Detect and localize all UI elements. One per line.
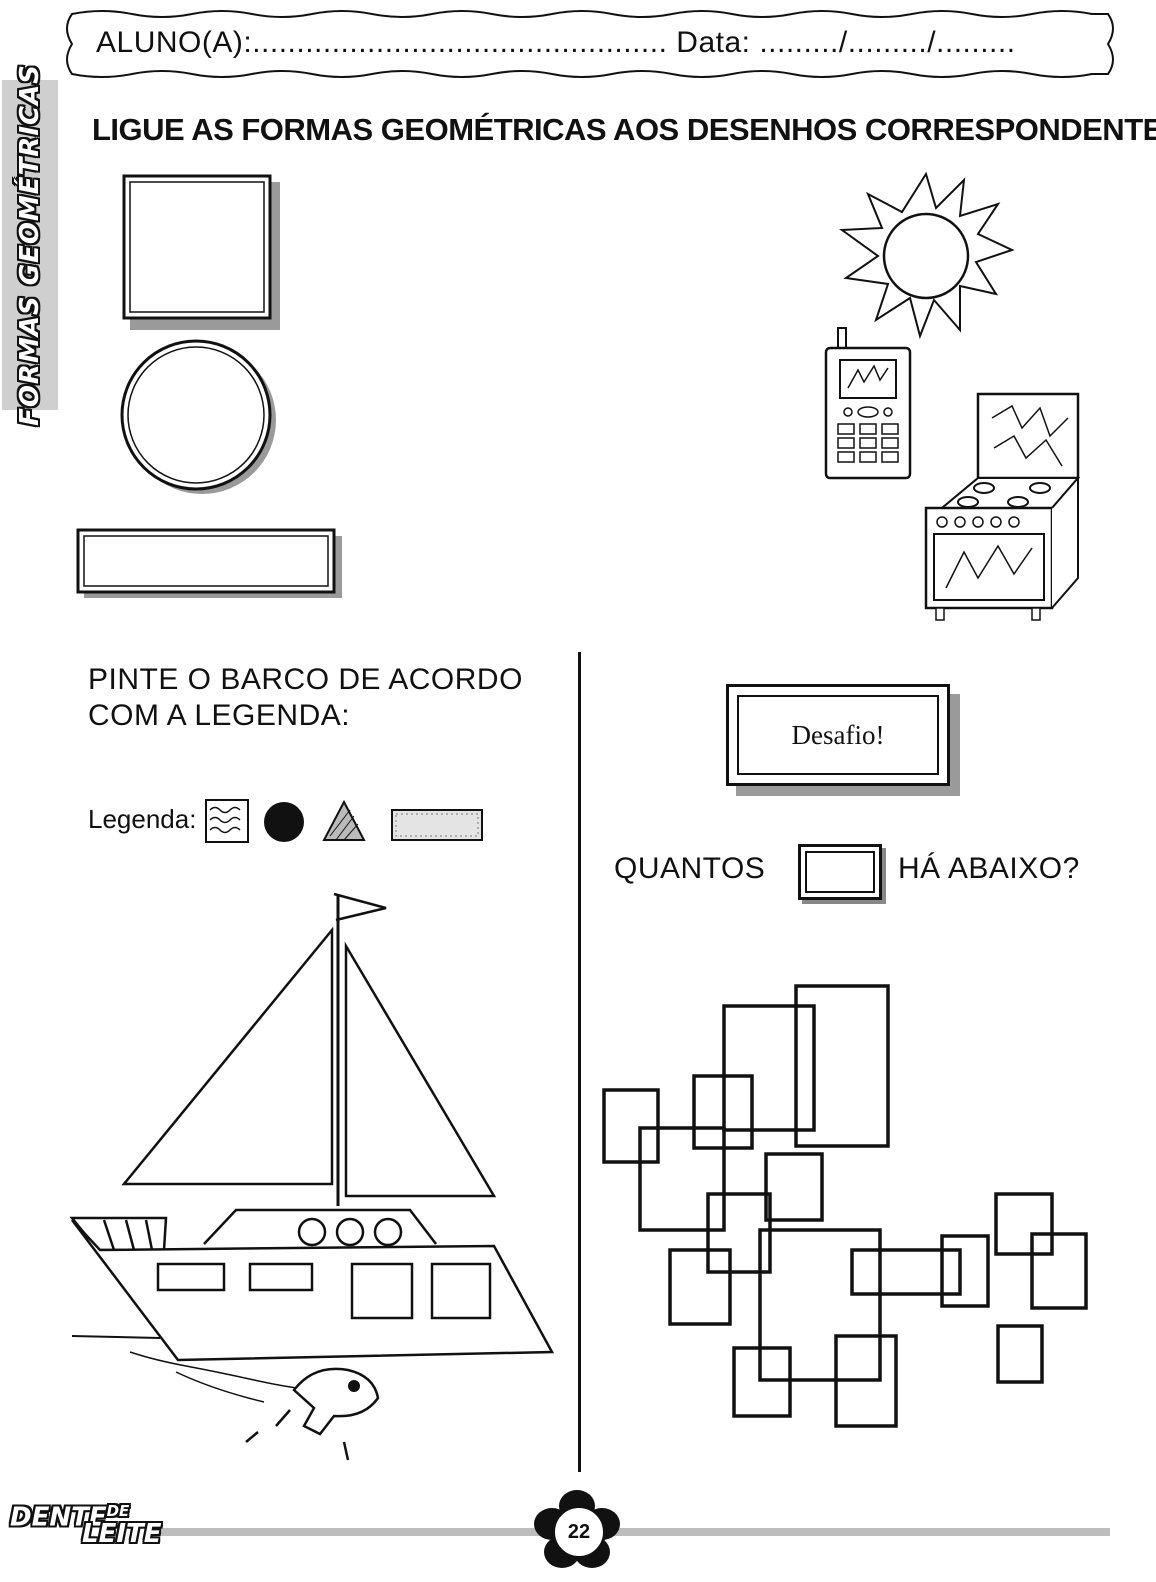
date-blank[interactable]: ........./........./......... xyxy=(759,26,1016,59)
puzzle-square xyxy=(758,1228,882,1382)
puzzle-square xyxy=(668,1248,732,1326)
puzzle-square xyxy=(940,1234,990,1308)
boat-instruction-line2: COM A LEGENDA: xyxy=(88,699,351,732)
legend-symbols xyxy=(205,799,483,843)
challenge-badge-inner: Desafio! xyxy=(737,695,939,775)
student-name-blank[interactable]: ........................................… xyxy=(252,26,668,59)
puzzle-square xyxy=(1030,1232,1088,1310)
challenge-badge-text: Desafio! xyxy=(791,719,885,750)
puzzle-square xyxy=(996,1324,1044,1384)
puzzle-square xyxy=(706,1192,772,1274)
header-fields: ALUNO(A):...............................… xyxy=(96,26,1016,60)
legend-label: Legenda: xyxy=(88,804,197,834)
square-shape[interactable] xyxy=(118,172,288,332)
puzzle-square xyxy=(722,1004,816,1132)
challenge-badge: Desafio! xyxy=(726,684,950,786)
header-frame xyxy=(66,10,1114,78)
publisher-logo: DENTEDE LEITE xyxy=(10,1502,162,1549)
legend-wavy-square-icon xyxy=(205,799,249,843)
puzzle-square xyxy=(764,1152,824,1222)
section-divider xyxy=(578,652,581,1472)
legend-filled-circle-icon xyxy=(264,802,304,842)
challenge-question-left: QUANTOS xyxy=(614,852,766,885)
brand-small: DE xyxy=(106,1502,130,1520)
legend-striped-triangle-icon xyxy=(322,799,366,841)
challenge-question-right: HÁ ABAIXO? xyxy=(898,852,1080,885)
square-icon xyxy=(798,844,882,900)
side-title: FORMAS GEOMÉTRICAS xyxy=(15,64,45,426)
stove-drawing[interactable] xyxy=(922,388,1082,624)
puzzle-square xyxy=(850,1248,962,1296)
cellphone-drawing[interactable] xyxy=(820,326,914,482)
footer-rule xyxy=(160,1528,1110,1536)
student-label: ALUNO(A): xyxy=(96,26,253,59)
boat-instruction: PINTE O BARCO DE ACORDO COM A LEGENDA: xyxy=(88,662,558,734)
brand-line2: LEITE xyxy=(82,1518,162,1549)
legend-dotted-rectangle-icon xyxy=(391,809,483,841)
boat-instruction-line1: PINTE O BARCO DE ACORDO xyxy=(88,663,523,696)
puzzle-square xyxy=(834,1334,898,1428)
sun-drawing[interactable] xyxy=(836,170,1016,340)
rectangle-shape[interactable] xyxy=(72,526,344,600)
puzzle-square xyxy=(638,1126,726,1232)
puzzle-square xyxy=(994,1192,1054,1256)
match-instruction: LIGUE AS FORMAS GEOMÉTRICAS AOS DESENHOS… xyxy=(92,112,1156,147)
side-title-banner: FORMAS GEOMÉTRICAS xyxy=(2,64,58,426)
date-label: Data: xyxy=(676,26,751,59)
boat-drawing[interactable] xyxy=(64,890,564,1480)
puzzle-square xyxy=(602,1088,660,1164)
puzzle-square xyxy=(794,984,890,1148)
page-number: 22 xyxy=(552,1505,606,1559)
circle-shape[interactable] xyxy=(116,339,286,500)
overlapping-squares-puzzle[interactable] xyxy=(596,980,1096,1440)
puzzle-square xyxy=(732,1346,792,1418)
brand-line1: DENTE xyxy=(10,1502,107,1533)
